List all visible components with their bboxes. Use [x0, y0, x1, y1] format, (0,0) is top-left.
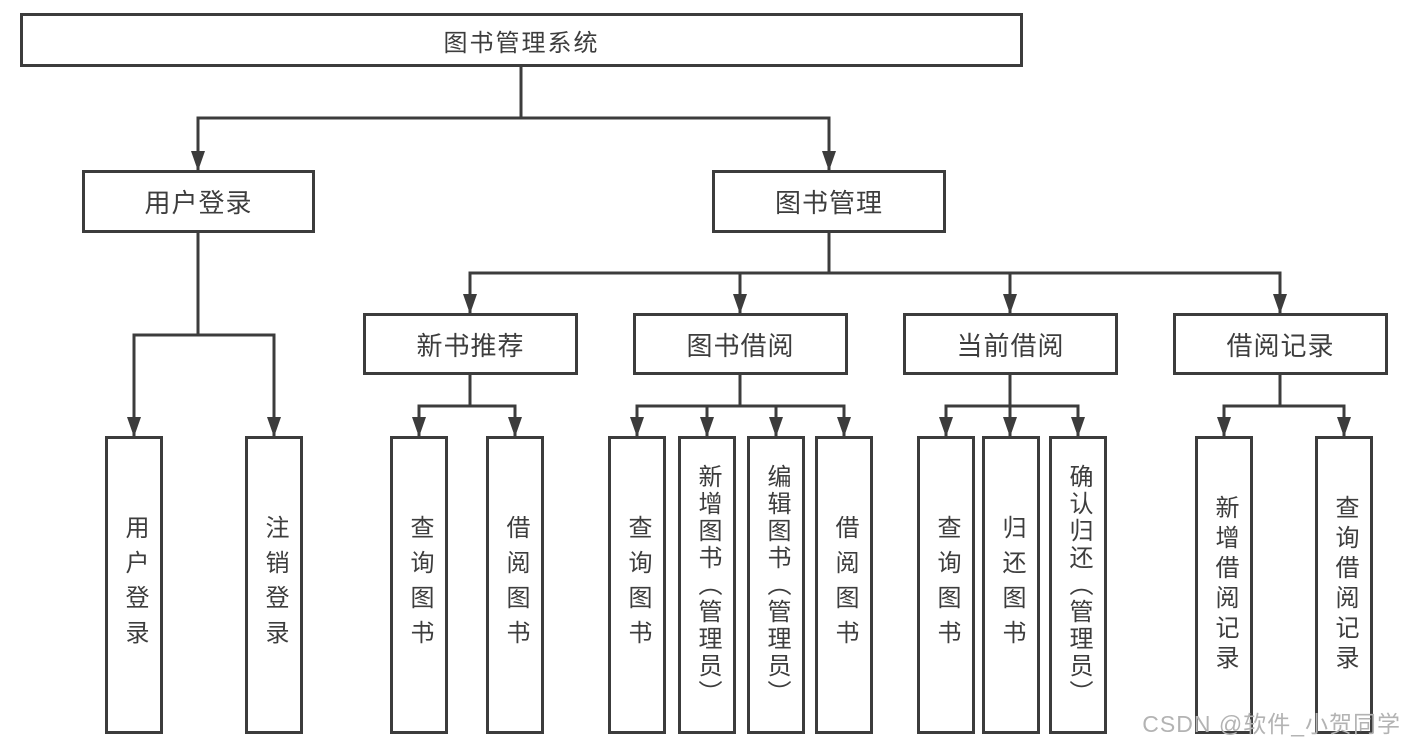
node-book-borrow: 图书借阅 — [633, 313, 848, 375]
leaf-borrow-query-books: 查询图书 — [608, 436, 666, 734]
node-root-system-label: 图书管理系统 — [443, 29, 600, 57]
leaf-add-book-admin-label: 新增图书（管理员） — [694, 463, 721, 707]
leaf-user-login: 用户登录 — [105, 436, 163, 734]
leaf-borrow-books-label: 借阅图书 — [831, 515, 858, 655]
leaf-logout-label: 注销登录 — [261, 515, 288, 655]
leaf-edit-book-admin-label: 编辑图书（管理员） — [763, 463, 790, 707]
leaf-return-books-label: 归还图书 — [998, 515, 1025, 655]
leaf-add-book-admin: 新增图书（管理员） — [678, 436, 736, 734]
leaf-user-login-label: 用户登录 — [121, 515, 148, 655]
node-user-login-label: 用户登录 — [144, 188, 253, 218]
leaf-query-borrow-record: 查询借阅记录 — [1315, 436, 1373, 734]
node-book-borrow-label: 图书借阅 — [686, 330, 795, 361]
leaf-logout: 注销登录 — [245, 436, 303, 734]
node-borrow-record-label: 借阅记录 — [1226, 330, 1335, 361]
leaf-query-borrow-record-label: 查询借阅记录 — [1331, 495, 1358, 675]
node-borrow-record: 借阅记录 — [1173, 313, 1388, 375]
node-new-book-recommend-label: 新书推荐 — [416, 330, 525, 361]
node-user-login: 用户登录 — [82, 170, 315, 233]
leaf-confirm-return-admin-label: 确认归还（管理员） — [1065, 463, 1092, 707]
node-book-management: 图书管理 — [712, 170, 946, 233]
leaf-confirm-return-admin: 确认归还（管理员） — [1049, 436, 1107, 734]
leaf-recommend-query-books: 查询图书 — [390, 436, 448, 734]
leaf-borrow-query-books-label: 查询图书 — [624, 515, 651, 655]
node-root-system: 图书管理系统 — [20, 13, 1023, 67]
leaf-return-books: 归还图书 — [982, 436, 1040, 734]
leaf-add-borrow-record: 新增借阅记录 — [1195, 436, 1253, 734]
node-new-book-recommend: 新书推荐 — [363, 313, 578, 375]
node-book-management-label: 图书管理 — [774, 188, 883, 218]
node-current-borrow-label: 当前借阅 — [956, 330, 1065, 361]
leaf-recommend-borrow-books: 借阅图书 — [486, 436, 544, 734]
leaf-current-query-books: 查询图书 — [917, 436, 975, 734]
leaf-add-borrow-record-label: 新增借阅记录 — [1211, 495, 1238, 675]
watermark: CSDN @软件_小贺同学 — [1142, 711, 1401, 737]
leaf-recommend-borrow-books-label: 借阅图书 — [502, 515, 529, 655]
leaf-recommend-query-books-label: 查询图书 — [406, 515, 433, 655]
leaf-borrow-books: 借阅图书 — [815, 436, 873, 734]
leaf-current-query-books-label: 查询图书 — [933, 515, 960, 655]
node-current-borrow: 当前借阅 — [903, 313, 1118, 375]
leaf-edit-book-admin: 编辑图书（管理员） — [747, 436, 805, 734]
